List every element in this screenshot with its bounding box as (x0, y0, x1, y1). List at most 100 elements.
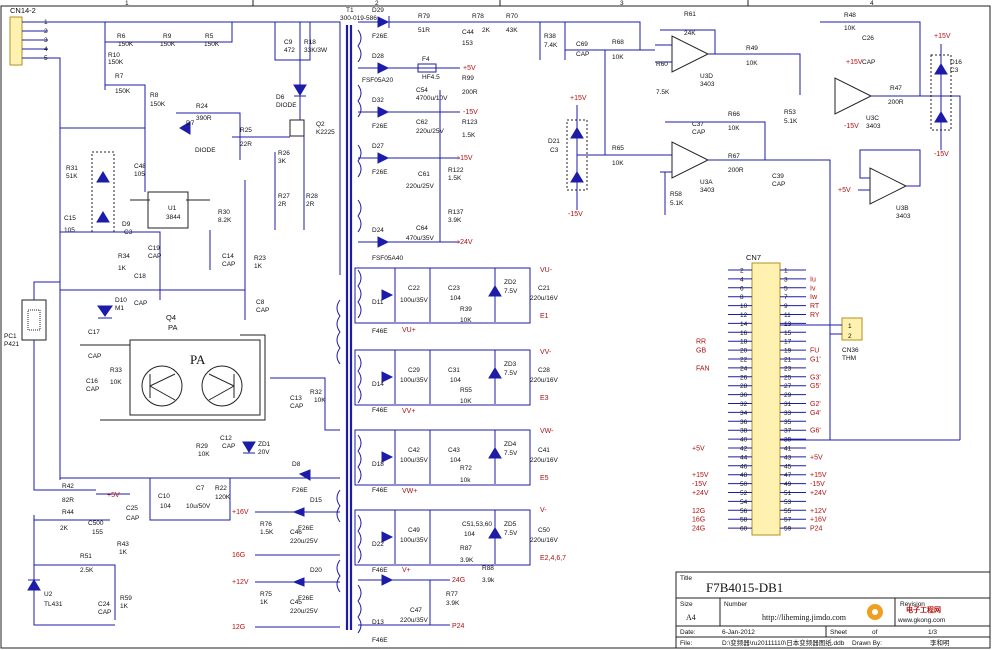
cn7-pin-number: 7 (784, 294, 788, 301)
svg-text:16G: 16G (232, 552, 245, 559)
svg-text:D22: D22 (372, 541, 384, 548)
svg-text:R22: R22 (215, 485, 227, 492)
svg-text:VV-: VV- (540, 349, 552, 356)
cn7-pin-number: 9 (784, 303, 788, 310)
pc1-optocoupler: PC1 P421 (4, 299, 47, 348)
svg-text:2K: 2K (60, 525, 69, 532)
svg-text:R26: R26 (278, 150, 290, 157)
cn7-pin-number: 36 (740, 419, 748, 426)
svg-text:2.5K: 2.5K (80, 567, 94, 574)
svg-text:CAP: CAP (290, 403, 303, 410)
svg-text:10K: 10K (746, 60, 758, 67)
svg-text:C3: C3 (950, 67, 959, 74)
svg-text:R49: R49 (746, 45, 758, 52)
svg-text:E5: E5 (540, 475, 549, 482)
svg-text:D11: D11 (372, 299, 384, 306)
svg-text:104: 104 (450, 295, 461, 302)
cn7-pin-number: 4 (740, 276, 744, 283)
svg-text:P24: P24 (452, 623, 465, 630)
svg-text:300-019-586: 300-019-586 (340, 15, 377, 22)
cn7-right-signal: RT (810, 303, 820, 310)
svg-text:R7: R7 (115, 73, 124, 80)
svg-text:File:: File: (680, 640, 692, 647)
svg-text:M1: M1 (115, 305, 124, 312)
svg-text:C46: C46 (290, 529, 302, 536)
svg-text:Drawn By:: Drawn By: (852, 640, 882, 647)
svg-text:1.5K: 1.5K (448, 175, 462, 182)
svg-text:R122: R122 (448, 167, 464, 174)
svg-text:104: 104 (160, 503, 171, 510)
cn7-pin-number: 16 (740, 330, 748, 337)
svg-text:R31: R31 (66, 165, 78, 172)
svg-text:51R: 51R (418, 27, 430, 34)
svg-text:10K: 10K (728, 125, 740, 132)
svg-text:R39: R39 (460, 306, 472, 313)
svg-text:C18: C18 (134, 273, 146, 280)
svg-text:R137: R137 (448, 209, 464, 216)
svg-text:2R: 2R (278, 201, 287, 208)
svg-text:24G: 24G (452, 577, 465, 584)
svg-text:VU+: VU+ (402, 327, 416, 334)
svg-text:C3: C3 (550, 147, 559, 154)
svg-text:150K: 150K (115, 88, 131, 95)
cn7-right-signal: G6' (810, 428, 821, 435)
svg-text:220u/35V: 220u/35V (400, 617, 428, 624)
cn7-pin-number: 59 (784, 526, 792, 533)
svg-text:150K: 150K (108, 59, 124, 66)
t1-transformer: T1 300-019-586 (336, 7, 377, 634)
svg-text:470u/35V: 470u/35V (406, 235, 434, 242)
svg-text:R51: R51 (80, 553, 92, 560)
svg-text:D13: D13 (372, 619, 384, 626)
svg-text:C24: C24 (98, 601, 110, 608)
svg-text:3.9K: 3.9K (448, 217, 462, 224)
grid-label: 4 (870, 0, 874, 7)
svg-text:VV+: VV+ (402, 408, 415, 415)
svg-text:CAP: CAP (148, 253, 161, 260)
svg-text:CAP: CAP (692, 129, 705, 136)
svg-text:C23: C23 (448, 285, 460, 292)
svg-text:R123: R123 (462, 119, 478, 126)
cn7-pin-number: 44 (740, 454, 748, 461)
cn7-left-power: 24G (692, 526, 705, 533)
cn7-left-power: +5V (692, 446, 705, 453)
svg-text:2K: 2K (482, 27, 491, 34)
svg-text:8.2K: 8.2K (218, 217, 232, 224)
cn7-pin-number: 26 (740, 374, 748, 381)
svg-text:A4: A4 (686, 613, 696, 622)
cn7-pin-number: 20 (740, 348, 748, 355)
svg-text:12G: 12G (232, 624, 245, 631)
svg-text:10K: 10K (612, 160, 624, 167)
svg-text:-15V: -15V (463, 109, 478, 116)
svg-text:R68: R68 (612, 39, 624, 46)
cn7-right-signal: RY (810, 312, 820, 319)
svg-text:D9: D9 (122, 221, 131, 228)
svg-text:R77: R77 (446, 591, 458, 598)
svg-text:R72: R72 (460, 465, 472, 472)
svg-text:C41: C41 (538, 447, 550, 454)
svg-text:D:\变频器\ru20111110\日本变频器图纸.ddb: D:\变频器\ru20111110\日本变频器图纸.ddb (722, 638, 845, 647)
svg-text:ZD4: ZD4 (504, 441, 517, 448)
q4-pa-transistor-block: Q4 PA PA (129, 313, 261, 416)
svg-text:1K: 1K (118, 265, 127, 272)
svg-text:R32: R32 (310, 389, 322, 396)
svg-text:U3B: U3B (896, 205, 909, 212)
svg-text:C9: C9 (284, 39, 293, 46)
svg-text:CAP: CAP (576, 51, 589, 58)
svg-text:F26E: F26E (372, 33, 388, 40)
grid-label: 2 (375, 0, 379, 7)
cn7-pin-number: 8 (740, 294, 744, 301)
svg-text:http://liheming.jimdo.com: http://liheming.jimdo.com (762, 613, 847, 622)
cn7-left-signal: FAN (696, 365, 710, 372)
svg-text:104: 104 (450, 457, 461, 464)
cn7-right-signal: Iw (810, 294, 818, 301)
svg-text:F46E: F46E (372, 407, 388, 414)
cn7-right-power: +24V (810, 490, 827, 497)
svg-text:CN14-2: CN14-2 (10, 6, 36, 15)
svg-text:1: 1 (848, 323, 852, 330)
svg-text:22R: 22R (240, 141, 252, 148)
svg-text:R47: R47 (890, 85, 902, 92)
